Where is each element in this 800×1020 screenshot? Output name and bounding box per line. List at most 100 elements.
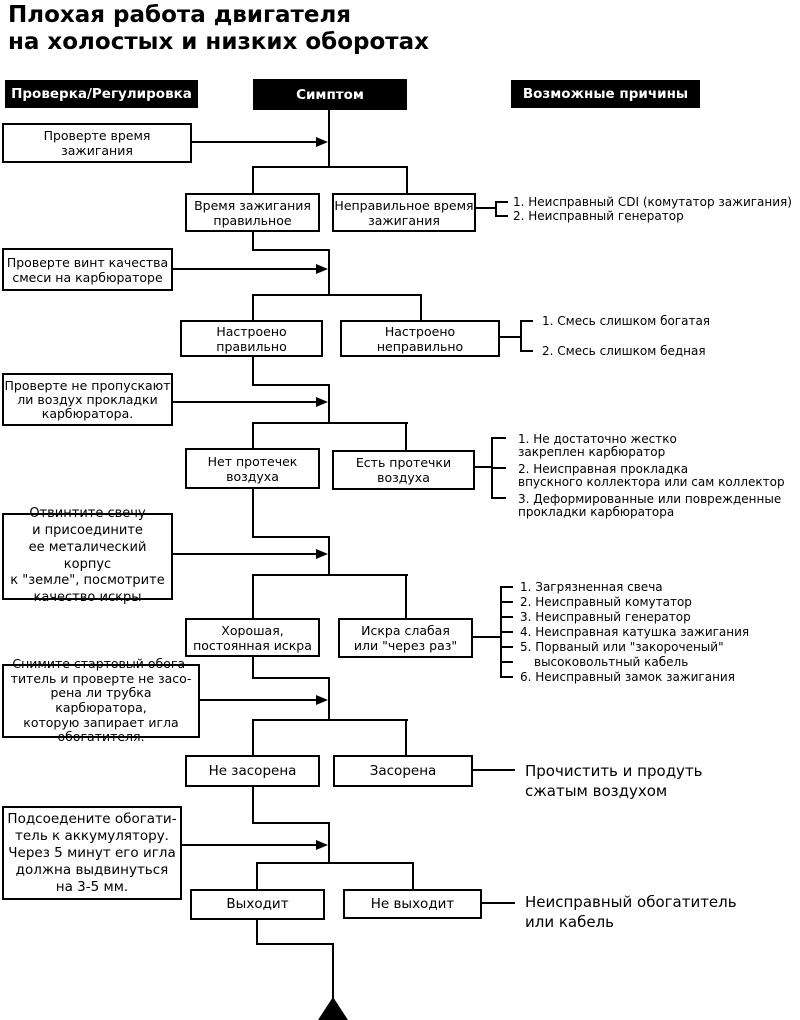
connector-line	[252, 232, 254, 251]
symptom-ok-box-s4: Хорошая, постоянная искра	[185, 618, 320, 657]
connector-line	[332, 943, 334, 999]
connector-line	[252, 249, 330, 251]
column-header-causes: Возможные причины	[511, 80, 700, 108]
bracket-line	[500, 631, 513, 633]
bracket-line	[500, 676, 513, 678]
connector-line	[252, 657, 254, 679]
check-box-s5: Снимите стартовый обога- титель и провер…	[2, 656, 200, 744]
bracket-line	[476, 207, 496, 209]
connector-line	[252, 166, 254, 193]
column-header-check: Проверка/Регулировка	[5, 80, 198, 108]
symptom-ok-box-s5: Не засорена	[185, 755, 320, 787]
connector-line	[252, 422, 254, 448]
connector-line	[473, 769, 515, 771]
bracket-line	[520, 320, 522, 352]
action-text: Прочистить и продуть сжатым воздухом	[525, 762, 703, 800]
connector-line	[252, 536, 330, 538]
cause-line: впускного коллектора или сам коллектор	[518, 475, 785, 489]
connector-line	[252, 422, 408, 424]
connector-line	[412, 862, 414, 889]
cause-line: 1. Неисправный CDI (комутатор зажигания)	[513, 195, 792, 209]
connector-line	[252, 719, 254, 755]
connector-line	[328, 822, 330, 864]
connector-line	[328, 677, 330, 721]
cause-line: 1. Смесь слишком богатая	[542, 314, 711, 328]
arrow-icon	[316, 695, 328, 705]
bracket-line	[495, 201, 508, 203]
check-box-s1: Проверте время зажигания	[2, 123, 192, 163]
connector-line	[252, 822, 330, 824]
bracket-line	[500, 336, 522, 338]
connector-line	[182, 844, 318, 846]
bracket-line	[500, 646, 513, 648]
check-box-s4: Отвинтите свечу и присоедините ее метали…	[2, 506, 173, 605]
connector-line	[405, 574, 407, 618]
connector-line	[200, 699, 318, 701]
bracket-line	[475, 466, 493, 468]
connector-line	[328, 536, 330, 576]
connector-line	[252, 677, 330, 679]
bracket-line	[491, 467, 506, 469]
connector-line	[405, 422, 407, 450]
connector-line	[252, 294, 422, 296]
symptom-ok-box-s1: Время зажигания правильное	[185, 193, 320, 232]
connector-line	[252, 574, 408, 576]
connector-line	[173, 553, 318, 555]
symptom-bad-box-s5: Засорена	[333, 755, 473, 787]
symptom-bad-box-s4: Искра слабая или "через раз"	[338, 618, 473, 658]
cause-line: 1. Загрязненная свеча	[520, 580, 663, 594]
connector-line	[252, 166, 408, 168]
connector-line	[252, 574, 254, 618]
connector-line	[256, 943, 334, 945]
connector-line	[252, 489, 254, 538]
connector-line	[406, 166, 408, 193]
connector-line	[252, 294, 254, 320]
symptom-bad-box-s2: Настроено неправильно	[340, 320, 500, 357]
cause-line: закреплен карбюратор	[518, 445, 666, 459]
arrow-icon	[316, 264, 328, 274]
check-box-s2: Проверте винт качества смеси на карбюрат…	[2, 248, 173, 291]
cause-line: 2. Неисправный генератор	[513, 209, 684, 223]
bracket-line	[495, 215, 508, 217]
cause-line: 4. Неисправная катушка зажигания	[520, 625, 750, 639]
check-box-s3: Проверте не пропускают ли воздух проклад…	[2, 373, 173, 426]
symptom-bad-box-s3: Есть протечки воздуха	[332, 450, 475, 490]
connector-line	[480, 902, 515, 904]
connector-line	[328, 384, 330, 424]
arrow-icon	[316, 397, 328, 407]
cause-line: 6. Неисправный замок зажигания	[520, 670, 735, 684]
connector-line	[328, 249, 330, 296]
connector-line	[420, 294, 422, 320]
connector-line	[252, 357, 254, 386]
symptom-bad-box-s1: Неправильное время зажигания	[332, 193, 476, 232]
connector-line	[173, 401, 318, 403]
arrow-icon	[316, 840, 328, 850]
bracket-line	[520, 350, 533, 352]
symptom-ok-box-s2: Настроено правильно	[180, 320, 323, 357]
bracket-line	[500, 661, 513, 663]
continuation-arrow-icon	[318, 997, 348, 1020]
connector-line	[173, 268, 318, 270]
check-box-s6: Подсоедените обогати- тель к аккумулятор…	[2, 806, 182, 900]
bracket-line	[500, 586, 513, 588]
bracket-line	[520, 320, 533, 322]
column-header-symptom: Симптом	[253, 79, 407, 110]
connector-line	[252, 384, 330, 386]
connector-line	[256, 920, 258, 945]
page-title: Плохая работа двигателя на холостых и ни…	[8, 2, 429, 55]
cause-line: 2. Смесь слишком бедная	[542, 344, 706, 358]
symptom-ok-box-s3: Нет протечек воздуха	[185, 448, 320, 489]
bracket-line	[500, 601, 513, 603]
action-text: Неисправный обогатитель или кабель	[525, 893, 737, 931]
cause-line: 3. Неисправный генератор	[520, 610, 691, 624]
symptom-bad-box-s6: Не выходит	[343, 889, 482, 919]
bracket-line	[500, 616, 513, 618]
cause-line: 1. Не достаточно жестко	[518, 432, 677, 446]
connector-line	[328, 110, 330, 168]
cause-line: 2. Неисправная прокладка	[518, 462, 689, 476]
connector-line	[256, 862, 414, 864]
cause-line: прокладки карбюратора	[518, 505, 675, 519]
bracket-line	[491, 437, 506, 439]
bracket-line	[471, 636, 502, 638]
